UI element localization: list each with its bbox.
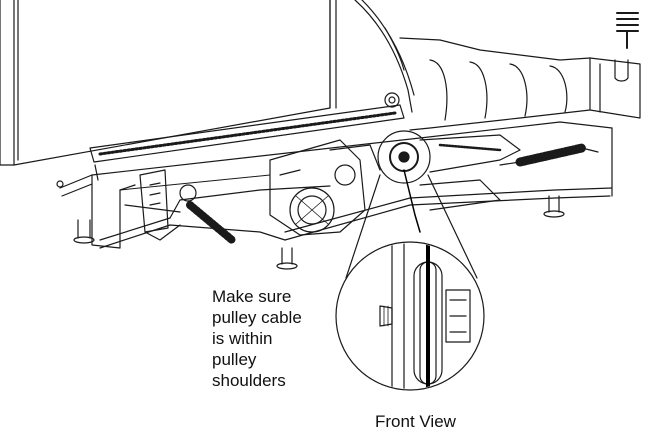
small-pulley-assembly	[377, 130, 521, 211]
callout-line: pulley	[212, 350, 257, 369]
motor-assembly	[269, 139, 381, 236]
base-frame	[59, 121, 613, 249]
front-view-caption: Front View	[375, 412, 456, 431]
pulley-cable	[119, 169, 421, 233]
right-spring	[499, 143, 599, 167]
front-kickplate	[89, 104, 405, 181]
zoom-leader-lines	[345, 174, 478, 279]
callout-instruction: Make sure pulley cable is within pulley …	[212, 286, 342, 391]
large-spring	[179, 184, 236, 244]
callout-line: Make sure	[212, 287, 292, 306]
callout-line: is within	[212, 329, 273, 348]
door-hinge-arm	[354, 0, 415, 113]
left-bracket	[139, 169, 181, 241]
vent-assembly	[399, 37, 641, 131]
leveling-legs	[56, 180, 565, 270]
callout-line: pulley cable	[212, 308, 302, 327]
coil-spring-icon	[616, 12, 639, 49]
callout-line: shoulders	[212, 371, 286, 390]
front-view-magnifier	[335, 241, 485, 391]
appliance-body	[0, 0, 337, 166]
